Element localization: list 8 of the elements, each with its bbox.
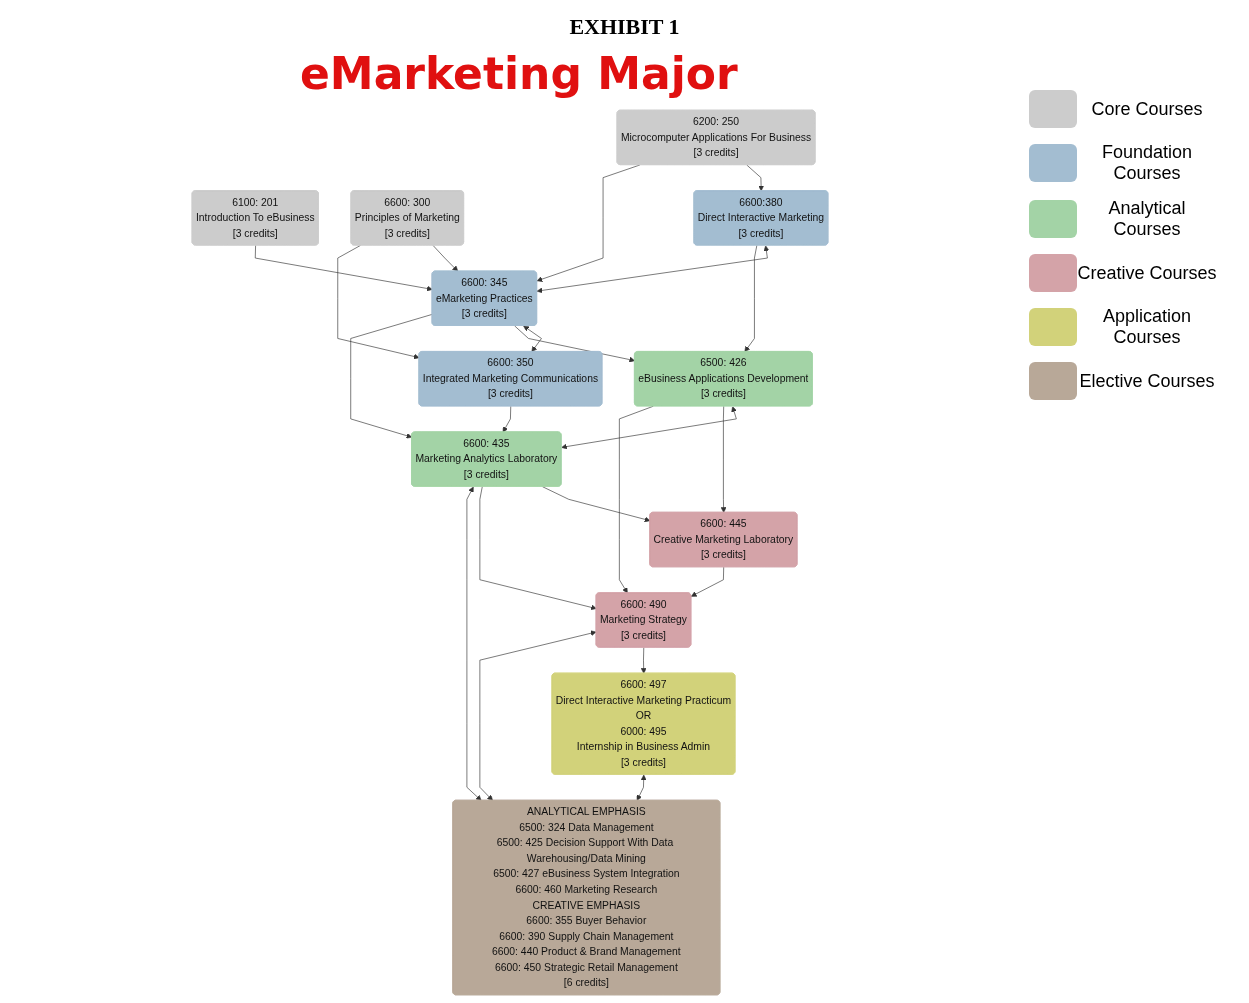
- legend-label: Analytical Courses: [1107, 198, 1187, 240]
- exhibit-label: EXHIBIT 1: [569, 14, 680, 39]
- legend-label: Elective Courses: [1078, 370, 1216, 392]
- legend-label: Creative Courses: [1077, 262, 1217, 284]
- title: eMarketing Major: [300, 48, 738, 99]
- legend-label: Core Courses: [1090, 98, 1204, 120]
- legend-label: Foundation Courses: [1100, 142, 1194, 184]
- legend-label: Application Courses: [1101, 306, 1193, 348]
